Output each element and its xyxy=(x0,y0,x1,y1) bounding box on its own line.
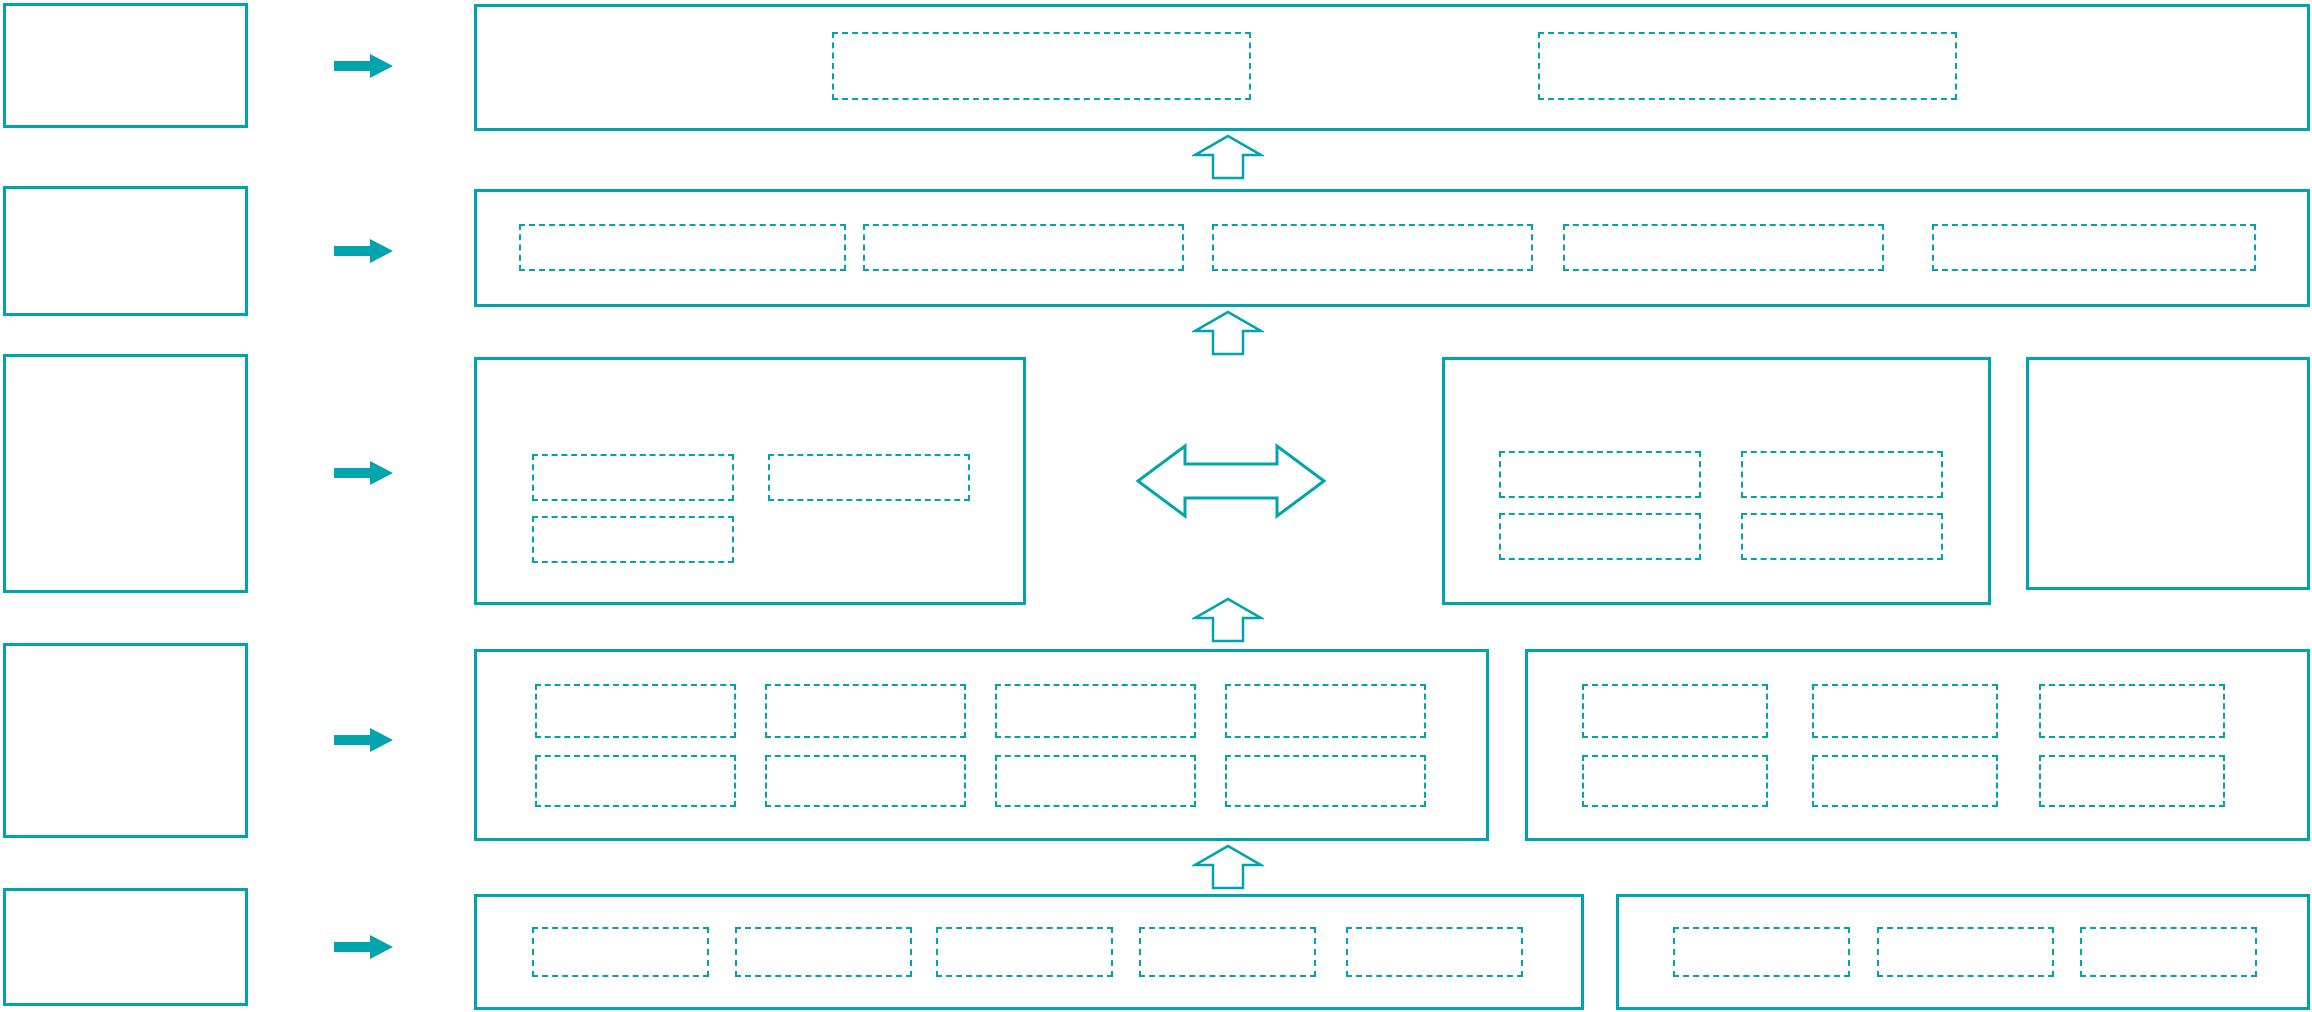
placeholder-box xyxy=(1673,927,1850,977)
placeholder-box xyxy=(1812,755,1998,807)
layer-label-box-4 xyxy=(3,643,248,838)
placeholder-box xyxy=(532,516,734,563)
row-3-side-box xyxy=(2026,357,2310,590)
placeholder-box xyxy=(535,684,736,738)
arrow-right-icon xyxy=(334,460,394,486)
placeholder-box xyxy=(1877,927,2054,977)
arrow-right-icon xyxy=(334,934,394,960)
placeholder-box xyxy=(1346,927,1523,977)
row-4-right-container xyxy=(1525,649,2310,841)
placeholder-box xyxy=(1741,451,1943,498)
placeholder-box xyxy=(1499,451,1701,498)
placeholder-box xyxy=(765,684,966,738)
placeholder-box xyxy=(768,454,970,501)
row-3-right-container xyxy=(1442,357,1991,605)
row-2-container xyxy=(474,189,2310,307)
placeholder-box xyxy=(1225,684,1426,738)
placeholder-box xyxy=(1582,684,1768,738)
placeholder-box xyxy=(1225,755,1426,807)
arrow-right-icon xyxy=(334,53,394,79)
row-4-left-container xyxy=(474,649,1489,841)
placeholder-box xyxy=(535,755,736,807)
arrow-up-icon xyxy=(1190,844,1266,890)
placeholder-box xyxy=(1499,513,1701,560)
placeholder-box xyxy=(863,224,1184,271)
row-3-left-container xyxy=(474,357,1026,605)
arrow-right-icon xyxy=(334,238,394,264)
placeholder-box xyxy=(532,454,734,501)
placeholder-box xyxy=(995,755,1196,807)
placeholder-box xyxy=(2080,927,2257,977)
placeholder-box xyxy=(1212,224,1533,271)
row-1-container xyxy=(474,4,2310,131)
placeholder-box xyxy=(735,927,912,977)
placeholder-box xyxy=(1582,755,1768,807)
row-5-left-container xyxy=(474,894,1584,1010)
placeholder-box xyxy=(1932,224,2256,271)
arrow-up-icon xyxy=(1190,597,1266,643)
layer-label-box-5 xyxy=(3,888,248,1006)
arrow-right-icon xyxy=(334,727,394,753)
layer-label-box-1 xyxy=(3,3,248,128)
arrow-up-icon xyxy=(1190,134,1266,180)
placeholder-box xyxy=(1812,684,1998,738)
placeholder-box xyxy=(995,684,1196,738)
row-5-right-container xyxy=(1616,894,2310,1010)
placeholder-box xyxy=(1538,32,1957,100)
placeholder-box xyxy=(1563,224,1884,271)
placeholder-box xyxy=(936,927,1113,977)
placeholder-box xyxy=(2039,755,2225,807)
placeholder-box xyxy=(1139,927,1316,977)
placeholder-box xyxy=(519,224,846,271)
placeholder-box xyxy=(765,755,966,807)
placeholder-box xyxy=(532,927,709,977)
placeholder-box xyxy=(832,32,1251,100)
placeholder-box xyxy=(2039,684,2225,738)
arrow-up-icon xyxy=(1190,310,1266,356)
arrow-double-horizontal-icon xyxy=(1135,435,1327,527)
layer-label-box-3 xyxy=(3,354,248,593)
layer-label-box-2 xyxy=(3,186,248,316)
placeholder-box xyxy=(1741,513,1943,560)
